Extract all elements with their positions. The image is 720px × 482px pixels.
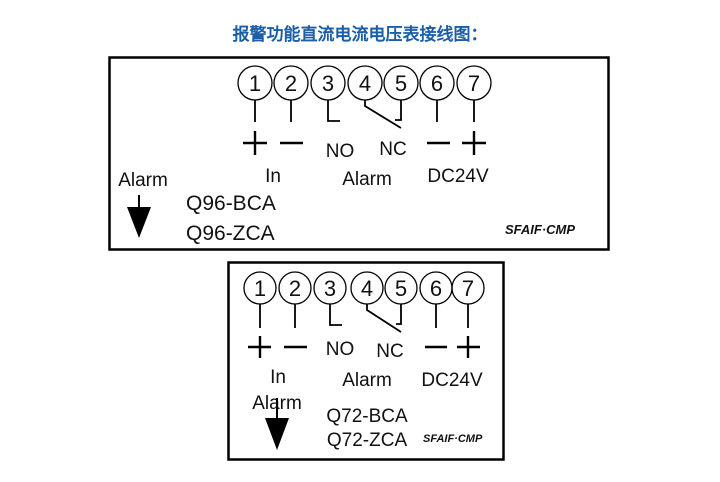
page-title: 报警功能直流电流电压表接线图：	[232, 25, 488, 45]
alarm-arrow-icon	[265, 398, 289, 450]
power-label: DC24V	[427, 166, 489, 187]
alarm-arrow-icon	[127, 195, 151, 238]
input-label: In	[270, 367, 286, 388]
nc-contact-label: NC	[376, 341, 403, 362]
model-label: Q96-ZCA	[186, 222, 275, 245]
alarm-label: Alarm	[118, 170, 168, 191]
terminal-number: 7	[462, 276, 474, 301]
terminal-number: 1	[254, 276, 266, 301]
model-label: Q96-BCA	[186, 192, 276, 215]
input-label: In	[265, 166, 281, 187]
terminal-number: 1	[249, 71, 261, 96]
terminal-number: 6	[431, 71, 443, 96]
terminal-number: 6	[430, 276, 442, 301]
terminal-number: 4	[361, 276, 373, 301]
model-label: Q72-ZCA	[327, 430, 408, 451]
svg-text:SFAIF·CMP: SFAIF·CMP	[505, 222, 575, 237]
sfaif-cmp-logo: SFAIF·CMP	[423, 433, 483, 445]
diagram-frame	[108, 56, 610, 251]
terminal-number: 3	[322, 71, 334, 96]
terminal-number: 7	[468, 71, 480, 96]
sfaif-cmp-logo: SFAIF·CMP	[505, 222, 575, 237]
polarity-signs	[248, 336, 480, 358]
polarity-signs	[243, 131, 486, 155]
power-label: DC24V	[421, 370, 483, 391]
no-contact-label: NO	[326, 141, 355, 162]
alarm-group-label: Alarm	[342, 169, 392, 190]
model-label: Q72-BCA	[326, 406, 408, 427]
terminal-wires	[254, 100, 475, 129]
terminal-number: 2	[289, 276, 301, 301]
diagram-frame	[227, 261, 505, 461]
terminal-number: 5	[395, 71, 407, 96]
terminal-number: 2	[285, 71, 297, 96]
terminal-number: 5	[395, 276, 407, 301]
terminal-number: 3	[324, 276, 336, 301]
nc-contact-label: NC	[379, 139, 406, 160]
svg-text:SFAIF·CMP: SFAIF·CMP	[423, 433, 483, 445]
no-contact-label: NO	[326, 339, 355, 360]
alarm-group-label: Alarm	[342, 370, 392, 391]
terminal-wires	[259, 304, 469, 333]
terminal-number: 4	[359, 71, 371, 96]
